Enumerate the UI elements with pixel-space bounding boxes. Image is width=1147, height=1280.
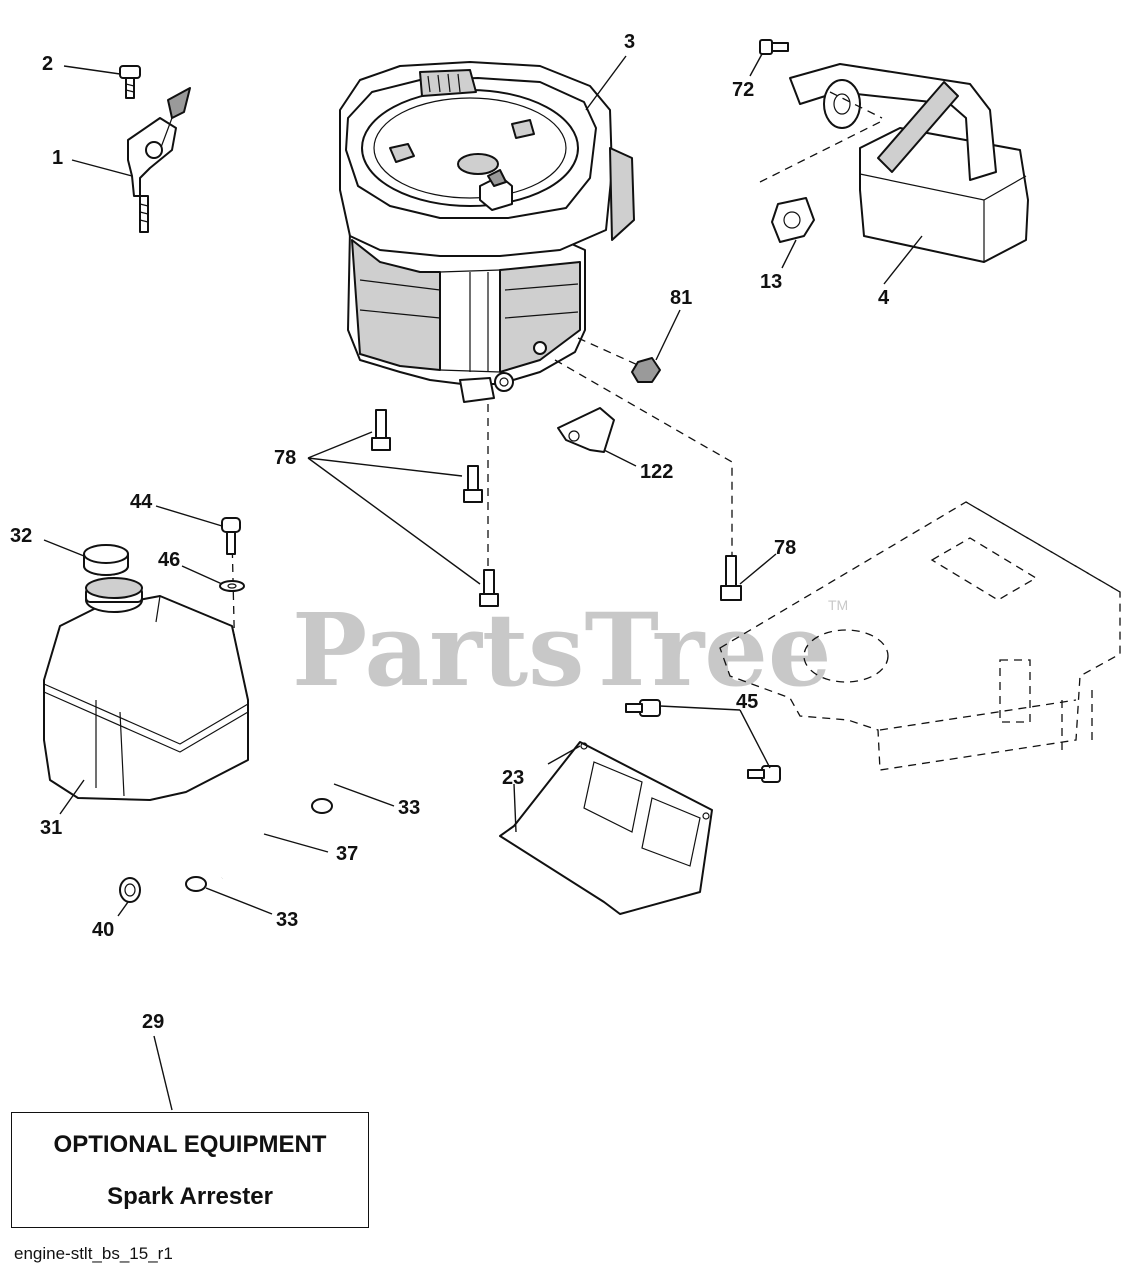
callout-78a: 78 xyxy=(274,447,296,469)
part-nut-81[interactable] xyxy=(631,357,661,383)
frame-outline xyxy=(719,501,1121,771)
leader-4 xyxy=(883,235,923,285)
leader-33b xyxy=(205,887,273,915)
callout-45: 45 xyxy=(736,691,758,713)
part-bracket-122[interactable] xyxy=(557,407,615,453)
callout-2: 2 xyxy=(42,53,53,75)
part-screw-44[interactable] xyxy=(221,517,241,555)
part-bolt-78-a[interactable] xyxy=(371,409,391,451)
callout-46: 46 xyxy=(158,549,180,571)
leader-81 xyxy=(655,309,681,361)
callout-122: 122 xyxy=(640,461,673,483)
optional-equipment-box: OPTIONAL EQUIPMENT Spark Arrester xyxy=(11,1112,369,1228)
leader-45 xyxy=(659,705,771,769)
leader-2 xyxy=(63,65,121,75)
leader-40 xyxy=(117,901,129,917)
part-bolt-78-b[interactable] xyxy=(463,465,483,503)
part-clamp-33-b[interactable] xyxy=(185,876,207,892)
callout-33b: 33 xyxy=(276,909,298,931)
callout-13: 13 xyxy=(760,271,782,293)
leader-33a xyxy=(333,783,395,807)
part-bolt-78-c[interactable] xyxy=(479,569,499,607)
leader-46 xyxy=(181,565,223,585)
callout-3: 3 xyxy=(624,31,635,53)
callout-1: 1 xyxy=(52,147,63,169)
callout-31: 31 xyxy=(40,817,62,839)
callout-72: 72 xyxy=(732,79,754,101)
part-bolt-78-d[interactable] xyxy=(720,555,742,601)
leader-72 xyxy=(749,53,763,77)
leader-122 xyxy=(603,449,637,467)
callout-37: 37 xyxy=(336,843,358,865)
part-clamp-33-a[interactable] xyxy=(311,798,333,814)
leader-1 xyxy=(71,159,133,177)
part-fuel-cap-32[interactable] xyxy=(83,544,129,576)
callout-32: 32 xyxy=(10,525,32,547)
leader-37 xyxy=(263,833,329,853)
leader-3 xyxy=(585,55,627,111)
callout-81: 81 xyxy=(670,287,692,309)
part-grommet-40[interactable] xyxy=(119,877,141,903)
leader-78a xyxy=(307,431,481,585)
part-fuel-tank[interactable] xyxy=(43,577,249,801)
part-washer-46[interactable] xyxy=(219,580,245,592)
callout-33a: 33 xyxy=(398,797,420,819)
part-throttle-control[interactable] xyxy=(127,87,191,233)
leader-23 xyxy=(513,783,517,833)
leader-44 xyxy=(155,505,223,527)
part-engine[interactable] xyxy=(339,61,635,403)
part-gasket-13[interactable] xyxy=(771,197,815,243)
part-heat-shield[interactable] xyxy=(499,741,713,915)
callout-29: 29 xyxy=(142,1011,164,1033)
part-fuel-line-37[interactable] xyxy=(221,810,317,880)
leader-31 xyxy=(59,779,85,815)
part-screw-45-b[interactable] xyxy=(747,765,781,783)
watermark-trademark: TM xyxy=(828,597,848,613)
optional-equipment-subtitle: Spark Arrester xyxy=(107,1183,273,1210)
part-screw-45-a[interactable] xyxy=(625,699,661,717)
watermark: PartsTree xyxy=(292,591,832,709)
optional-equipment-title: OPTIONAL EQUIPMENT xyxy=(53,1131,327,1158)
callout-40: 40 xyxy=(92,919,114,941)
leader-32 xyxy=(43,539,85,557)
callout-78b: 78 xyxy=(774,537,796,559)
leader-78b xyxy=(739,553,777,585)
leader-13 xyxy=(781,239,797,269)
callout-4: 4 xyxy=(878,287,890,309)
callout-23: 23 xyxy=(502,767,524,789)
part-muffler[interactable] xyxy=(789,63,1029,263)
part-bolt-72[interactable] xyxy=(759,39,789,55)
part-screw-2[interactable] xyxy=(119,65,141,99)
diagram-reference: engine-stlt_bs_15_r1 xyxy=(14,1244,173,1263)
leader-29 xyxy=(153,1035,173,1111)
callout-44: 44 xyxy=(130,491,153,513)
leader-23-b xyxy=(547,745,581,765)
